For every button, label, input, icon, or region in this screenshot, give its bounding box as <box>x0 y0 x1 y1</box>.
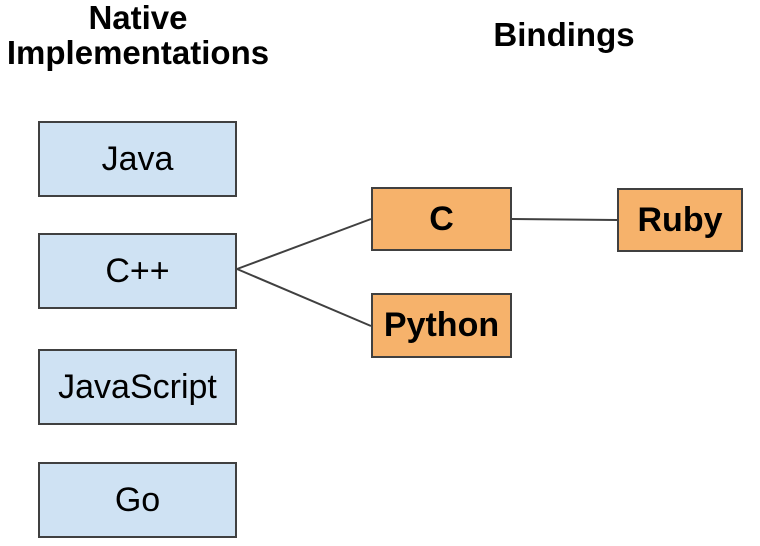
connector-c-to-ruby <box>511 218 618 221</box>
node-c-binding: C <box>371 187 512 251</box>
connector-cpp-to-python <box>236 268 372 327</box>
node-java: Java <box>38 121 237 197</box>
node-javascript: JavaScript <box>38 349 237 425</box>
node-ruby-binding: Ruby <box>617 188 743 252</box>
node-go: Go <box>38 462 237 538</box>
node-python-binding: Python <box>371 293 512 358</box>
node-cpp: C++ <box>38 233 237 309</box>
heading-bindings: Bindings <box>493 16 635 53</box>
connector-cpp-to-c <box>236 218 372 270</box>
heading-native-implementations: Native Implementations <box>6 0 270 71</box>
